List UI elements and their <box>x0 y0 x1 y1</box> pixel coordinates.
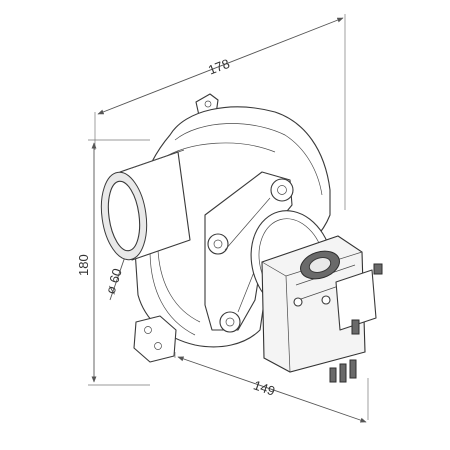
motor-front-edge <box>285 275 291 373</box>
dimension-height: 180 <box>76 139 150 386</box>
terminal-pin <box>349 359 357 379</box>
bracket-boss-left <box>207 233 229 255</box>
top-tab-hole-icon <box>204 100 212 108</box>
bracket-boss-bottom <box>219 311 241 333</box>
motor-screw-icon <box>321 295 331 305</box>
outlet-pipe-inner <box>107 180 141 252</box>
volute-rib-3 <box>149 249 196 336</box>
dimension-width: 178 <box>94 14 346 210</box>
depth-dimension-line <box>177 356 367 423</box>
depth-label: 149 <box>252 377 277 398</box>
terminal-block <box>335 269 377 331</box>
motor-screw-icon <box>293 297 303 307</box>
terminal-connector <box>373 263 383 275</box>
bottom-tab-hole-icon <box>144 326 152 334</box>
dimension-depth: 149 <box>174 352 369 423</box>
width-dimension-line <box>97 17 344 115</box>
terminal-pin <box>351 319 360 335</box>
terminal-pin <box>329 367 337 383</box>
outlet-pipe-edge <box>131 149 185 169</box>
bracket-boss-top <box>270 178 294 202</box>
width-label: 178 <box>206 56 232 78</box>
bracket-screw-icon <box>225 317 235 327</box>
volute-rib-1 <box>174 123 323 196</box>
height-label: 180 <box>76 254 91 276</box>
bottom-tab-hole-icon <box>154 342 162 350</box>
bottom-mounting-tab <box>133 315 177 363</box>
electric-motor <box>261 235 383 383</box>
bracket-screw-icon <box>277 185 287 195</box>
volute-rib-4 <box>157 249 201 323</box>
terminal-pin <box>339 363 347 383</box>
motor-coil-core <box>308 257 332 273</box>
bracket-screw-icon <box>213 239 223 249</box>
diameter-label: ø 60 <box>103 267 125 296</box>
bracket-arm-line <box>224 197 271 251</box>
